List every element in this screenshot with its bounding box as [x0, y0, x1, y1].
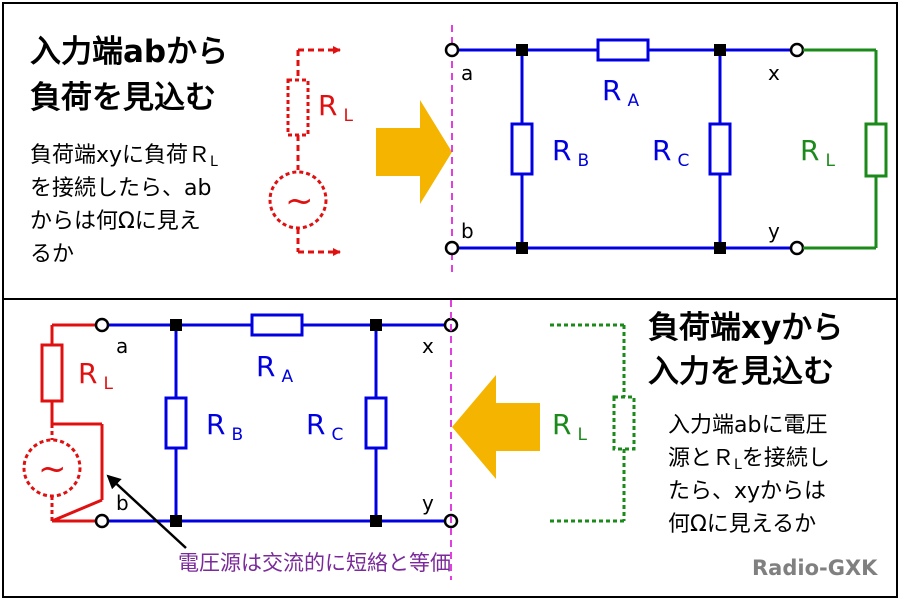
bottom-node-x: x: [422, 334, 434, 358]
annotation-arrow: [106, 474, 187, 549]
top-network-junctions: [516, 44, 726, 254]
bottom-desc-line3: たら、xyからは: [668, 479, 826, 504]
bottom-desc-line2: 源とＲLを接続し: [668, 446, 830, 473]
top-node-y: y: [768, 219, 780, 243]
bottom-node-y: y: [422, 491, 434, 515]
top-yellow-arrow-right: [376, 100, 452, 204]
bottom-title-line1: 負荷端xyから: [648, 310, 843, 346]
bottom-yellow-arrow-left: [452, 375, 540, 479]
top-desc-line3: からは何Ωに見え: [30, 209, 201, 234]
top-title-line1: 入力端abから: [30, 34, 228, 70]
credit-text: Radio-GXK: [752, 556, 878, 580]
bottom-green-dashed-load: [550, 323, 636, 523]
top-red-source-branch: [268, 46, 341, 256]
bottom-node-a: a: [116, 334, 128, 358]
top-node-x: x: [768, 61, 780, 85]
bottom-network: [108, 313, 445, 523]
top-green-load: [803, 48, 888, 250]
bottom-desc-line1: 入力端abに電圧: [668, 413, 827, 438]
annotation-text: 電圧源は交流的に短絡と等価: [178, 551, 451, 575]
bottom-red-source-branch: [40, 323, 104, 523]
bottom-desc-line4: 何Ωに見えるか: [668, 512, 816, 537]
top-node-b: b: [461, 219, 474, 243]
top-title-line2: 負荷を見込む: [30, 80, 216, 116]
top-node-a: a: [461, 61, 473, 85]
top-desc-line4: るか: [30, 242, 74, 267]
top-desc-line1: 負荷端xyに負荷ＲL: [30, 143, 218, 170]
top-network: [458, 38, 792, 250]
bottom-title-line2: 入力を見込む: [648, 354, 834, 390]
top-desc-line2: を接続したら、ab: [30, 176, 211, 201]
bottom-red-dashed-source: [22, 424, 82, 521]
top-source-symbol: ~: [285, 181, 314, 221]
bottom-network-junctions: [170, 319, 382, 527]
bottom-source-symbol: ~: [38, 449, 67, 489]
bottom-terminals: [94, 317, 459, 529]
top-terminals: [444, 42, 805, 256]
bottom-node-b: b: [116, 491, 129, 515]
